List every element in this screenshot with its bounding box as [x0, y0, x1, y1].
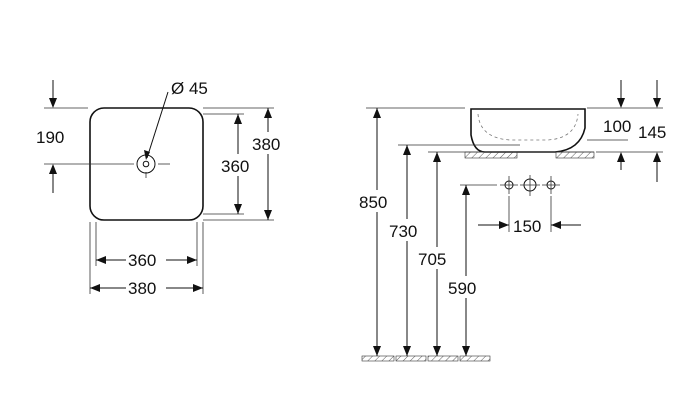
tap-spacing-label: 150	[513, 217, 541, 236]
counter-left	[464, 151, 518, 159]
outer-width-label: 380	[128, 279, 156, 298]
tap-hole-left-icon	[500, 176, 518, 194]
inner-width-label: 360	[128, 251, 156, 270]
basin-outline-side	[470, 108, 586, 153]
drain-diameter-label: Ø 45	[171, 79, 208, 98]
height-850-label: 850	[359, 193, 387, 212]
basin-height-label: 100	[603, 117, 631, 136]
drain-offset-label: 190	[36, 128, 64, 147]
floor-slab-3	[427, 355, 459, 362]
outer-depth-label: 380	[252, 135, 280, 154]
floor-slab-4	[459, 355, 491, 362]
height-705-label: 705	[418, 250, 446, 269]
side-view: 150 850 730 705 590	[357, 80, 666, 362]
tap-hole-center-icon	[520, 175, 540, 196]
height-730-label: 730	[389, 222, 417, 241]
inner-depth-label: 360	[221, 157, 249, 176]
basin-total-label: 145	[638, 123, 666, 142]
floor-slab-2	[395, 355, 427, 362]
tap-hole-right-icon	[542, 176, 560, 194]
floor-slab-1	[361, 355, 395, 362]
counter-right	[555, 151, 595, 159]
plan-view: Ø 45 190 360 380 3	[36, 79, 290, 299]
height-590-label: 590	[448, 279, 476, 298]
